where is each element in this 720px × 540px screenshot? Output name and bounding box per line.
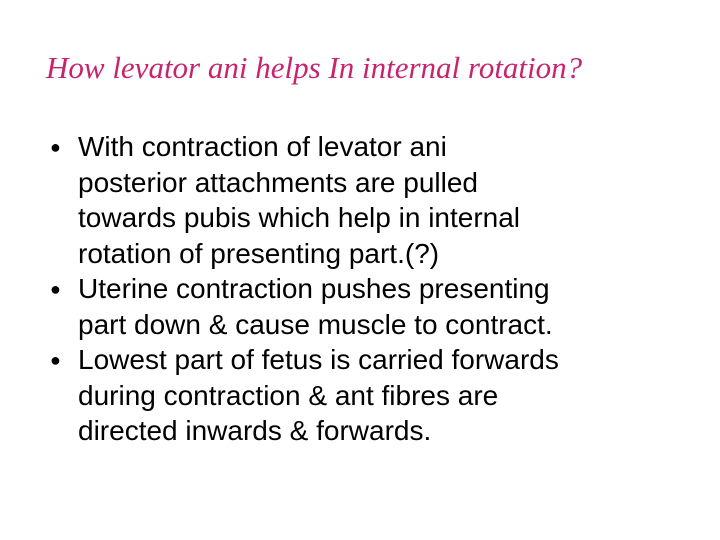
bullet-item-3: ● Lowest part of fetus is carried forwar… xyxy=(50,342,559,449)
bullet-line: Lowest part of fetus is carried forwards xyxy=(78,344,559,375)
bullet-line: posterior attachments are pulled xyxy=(78,166,478,198)
bullet-list: ● With contraction of levator ani poster… xyxy=(50,129,559,449)
bullet-line: rotation of presenting part.(?) xyxy=(78,237,440,269)
bullet-line: Uterine contraction pushes presenting xyxy=(78,273,550,304)
slide-title: How levator ani helps In internal rotati… xyxy=(46,50,583,85)
bullet-line: towards pubis which help in internal xyxy=(78,202,521,233)
bullet-text: Lowest part of fetus is carried forwards… xyxy=(78,342,559,449)
bullet-line: during contraction & ant fibres are xyxy=(78,379,499,411)
bullet-text: With contraction of levator ani posterio… xyxy=(78,129,520,271)
bullet-marker: ● xyxy=(50,137,61,157)
bullet-marker: ● xyxy=(50,350,61,370)
bullet-line: With contraction of levator ani xyxy=(78,131,447,162)
bullet-marker: ● xyxy=(50,279,61,299)
bullet-text: Uterine contraction pushes presenting pa… xyxy=(78,271,553,342)
bullet-line: directed inwards & forwards. xyxy=(78,415,432,446)
bullet-line: part down & cause muscle to contract. xyxy=(78,308,553,340)
bullet-item-2: ● Uterine contraction pushes presenting … xyxy=(50,271,559,342)
bullet-item-1: ● With contraction of levator ani poster… xyxy=(50,129,559,271)
